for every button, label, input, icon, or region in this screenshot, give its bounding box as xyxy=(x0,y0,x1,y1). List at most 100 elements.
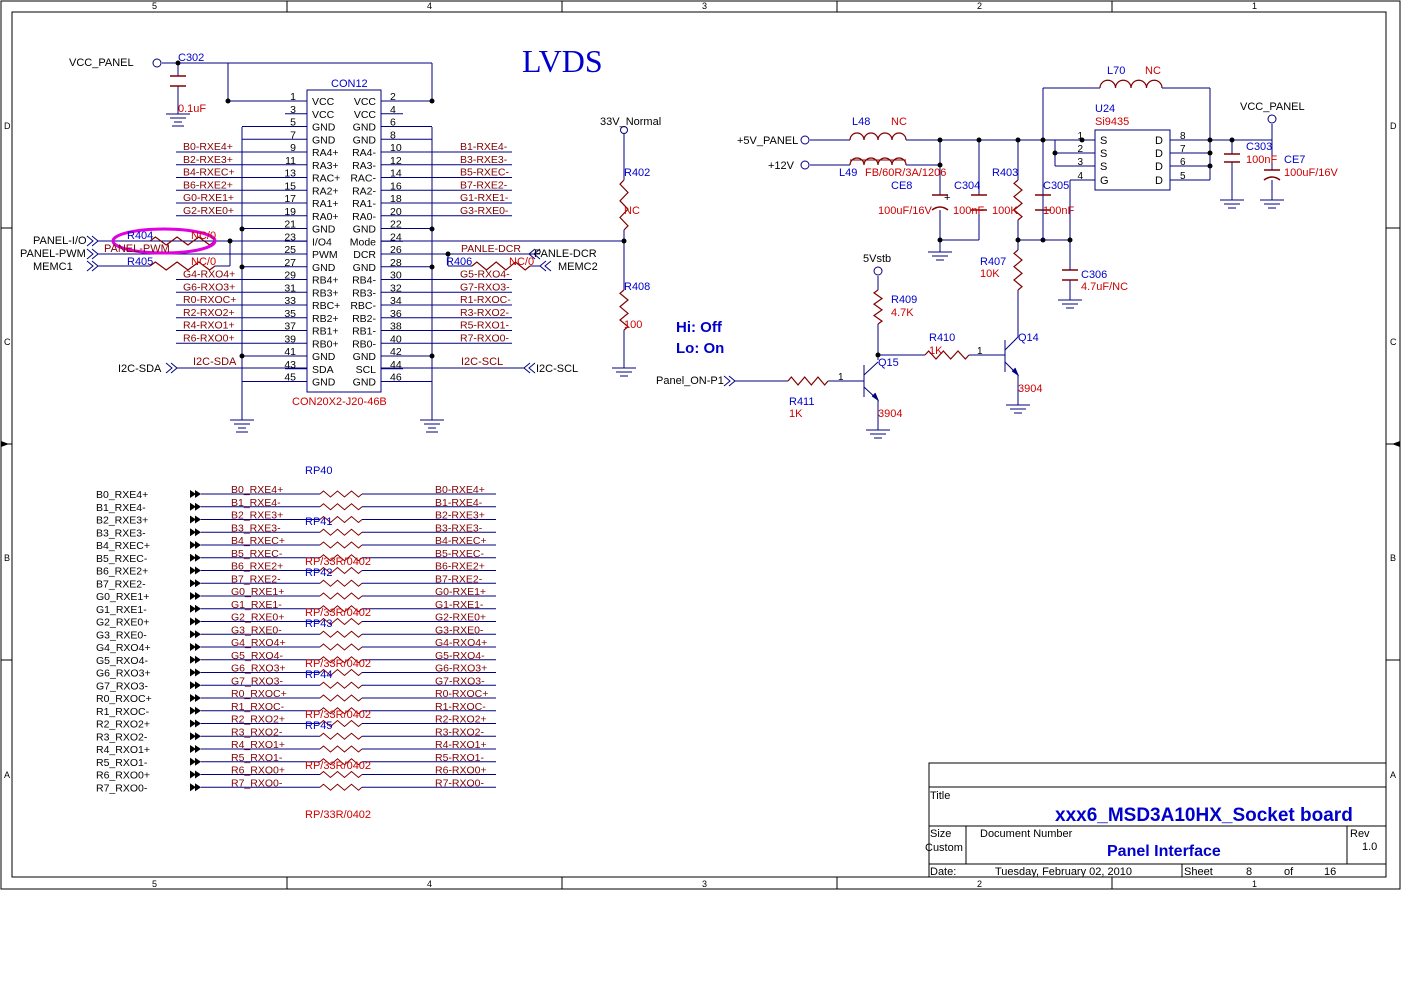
junction-dots xyxy=(175,60,1235,359)
offpage-connector-icon xyxy=(190,553,201,562)
v5stb-label: 5Vstb xyxy=(863,253,891,265)
rp-net-label-left: R4_RXO1+ xyxy=(231,739,285,751)
con12-pin-number-left: 17 xyxy=(284,193,296,205)
ce7-refdes: CE7 xyxy=(1284,154,1305,166)
rp-net-label-left: B6_RXE2+ xyxy=(231,561,283,573)
title-block: Title xxx6_MSD3A10HX_Socket board Size C… xyxy=(925,762,1387,878)
c303-refdes: C303 xyxy=(1246,141,1272,153)
rp-net-label-left: R5_RXO1- xyxy=(231,752,283,764)
c306-refdes: C306 xyxy=(1081,269,1107,281)
r411-value: 1K xyxy=(789,408,803,420)
con12-pin-name-left: GND xyxy=(312,262,336,274)
offpage-connector-icon xyxy=(165,362,178,374)
rp-pack-value: RP/33R/0402 xyxy=(305,709,371,721)
con12-pin-name-left: RB1+ xyxy=(312,326,339,338)
con12-pin-number-right: 38 xyxy=(390,321,402,333)
transistor-q14 xyxy=(1004,325,1020,390)
c302-refdes: C302 xyxy=(178,52,204,64)
rp-net-label-left: R6_RXO0+ xyxy=(231,765,285,777)
offpage-connector-icon xyxy=(190,694,201,702)
con12-pin-number-right: 32 xyxy=(390,282,402,294)
rp-resistor-element xyxy=(319,566,363,575)
offpage-connector-icon xyxy=(190,566,201,575)
con12-pin-number-left: 9 xyxy=(290,142,296,154)
rp-left-port-label: G3_RXE0- xyxy=(96,629,147,641)
note-hi-off: Hi: Off xyxy=(676,319,723,336)
rp-net-label-right: B7-RXE2- xyxy=(435,573,483,585)
r410-value: 1K xyxy=(929,345,943,357)
rp-net-label-right: R6-RXO0+ xyxy=(435,765,487,777)
l49-refdes: L49 xyxy=(839,167,857,179)
r407-refdes: R407 xyxy=(980,256,1006,268)
r402-refdes: R402 xyxy=(624,167,650,179)
rp-resistor-element xyxy=(319,643,363,651)
con12-part: CON20X2-J20-46B xyxy=(292,396,387,408)
rp-left-port-label: B0_RXE4+ xyxy=(96,489,148,501)
rp-left-port-label: R5_RXO1- xyxy=(96,757,148,769)
rp-net-label-left: B1_RXE4- xyxy=(231,497,281,509)
con12-pin-number-left: 45 xyxy=(284,372,296,384)
resistor-pack-section: B0_RXE4+B0_RXE4+B0-RXE4+B1_RXE4-B1_RXE4-… xyxy=(96,465,496,821)
con12-pin-name-right: GND xyxy=(353,262,377,274)
rp-net-label-left: B4_RXEC+ xyxy=(231,535,285,547)
rp-pack-value: RP/33R/0402 xyxy=(305,809,371,821)
rp-net-label-left: G2_RXE0+ xyxy=(231,612,284,624)
rp-left-port-label: G6_RXO3+ xyxy=(96,668,151,680)
rp-resistor-element xyxy=(319,783,363,791)
rev-label: Rev xyxy=(1350,828,1370,840)
con12-pin-name-left: RB2+ xyxy=(312,313,339,325)
rp-resistor-element xyxy=(319,592,363,600)
con12-pin-name-left: VCC xyxy=(312,109,335,121)
rp-left-port-label: G5_RXO4- xyxy=(96,655,148,667)
con12-net-label-left: G0-RXE1+ xyxy=(183,192,234,204)
con12-pin-number-right: 40 xyxy=(390,333,402,345)
con12-pin-number-right: 26 xyxy=(390,244,402,256)
con12-net-label-left: G4-RXO4+ xyxy=(183,269,235,281)
con12-pin-number-right: 6 xyxy=(390,117,396,129)
rp-pack-refdes: RP40 xyxy=(305,465,333,477)
con12-pin-number-left: 29 xyxy=(284,270,296,282)
rp-resistor-element xyxy=(319,694,363,702)
con12-pin-number-left: 1 xyxy=(290,91,296,103)
l70-refdes: L70 xyxy=(1107,65,1125,77)
rp-resistor-element xyxy=(319,656,363,664)
con12-pin-name-left: RB4+ xyxy=(312,275,339,287)
offpage-connector-icon xyxy=(190,745,201,753)
frame-row-label-left: A xyxy=(4,770,10,780)
rp-net-label-right: B4-RXEC+ xyxy=(435,535,487,547)
resistor-r402 xyxy=(619,179,629,231)
con12-pin-number-right: 2 xyxy=(390,91,396,103)
rp-net-label-right: G7-RXO3- xyxy=(435,675,485,687)
offpage-connector-icon xyxy=(528,248,541,260)
rp-net-label-right: R0-RXOC+ xyxy=(435,688,488,700)
sheet-frame xyxy=(0,0,1401,890)
offpage-connector-icon xyxy=(190,706,201,715)
c305-refdes: C305 xyxy=(1043,180,1069,192)
offpage-connector-icon xyxy=(190,515,201,524)
rp-pack-refdes: RP43 xyxy=(305,618,333,630)
l49-value: FB/60R/3A/1206 xyxy=(865,167,946,179)
rp-net-label-right: R7-RXO0- xyxy=(435,777,485,789)
resistors xyxy=(149,179,1023,386)
q14-pin-1: 1 xyxy=(977,346,983,357)
i2c-sda-net: I2C-SDA xyxy=(193,356,237,368)
offpage-connector-icon xyxy=(190,528,201,537)
u24-pin-number-right: 6 xyxy=(1180,157,1186,168)
con12-pin-name-right: RB0- xyxy=(352,338,376,350)
rp-pack-refdes: RP45 xyxy=(305,720,333,732)
con12-pin-name-left: GND xyxy=(312,377,336,389)
con12-pin-number-right: 20 xyxy=(390,206,402,218)
rp-net-label-right: R3-RXO2- xyxy=(435,726,485,738)
rp-net-label-left: G5_RXO4- xyxy=(231,650,283,662)
sheet-number: 8 xyxy=(1246,866,1252,878)
rp-net-label-left: R2_RXO2+ xyxy=(231,714,285,726)
rp-resistor-element xyxy=(319,605,363,613)
rp-net-label-right: G6-RXO3+ xyxy=(435,663,487,675)
rp-net-label-left: G3_RXE0- xyxy=(231,624,282,636)
vcc-panel-label: VCC_PANEL xyxy=(69,57,134,69)
rp-left-port-label: B4_RXEC+ xyxy=(96,540,150,552)
rp-net-label-right: B3-RXE3- xyxy=(435,522,483,534)
date-value: Tuesday, February 02, 2010 xyxy=(995,866,1132,878)
frame-col-label-bottom: 1 xyxy=(1252,879,1257,889)
